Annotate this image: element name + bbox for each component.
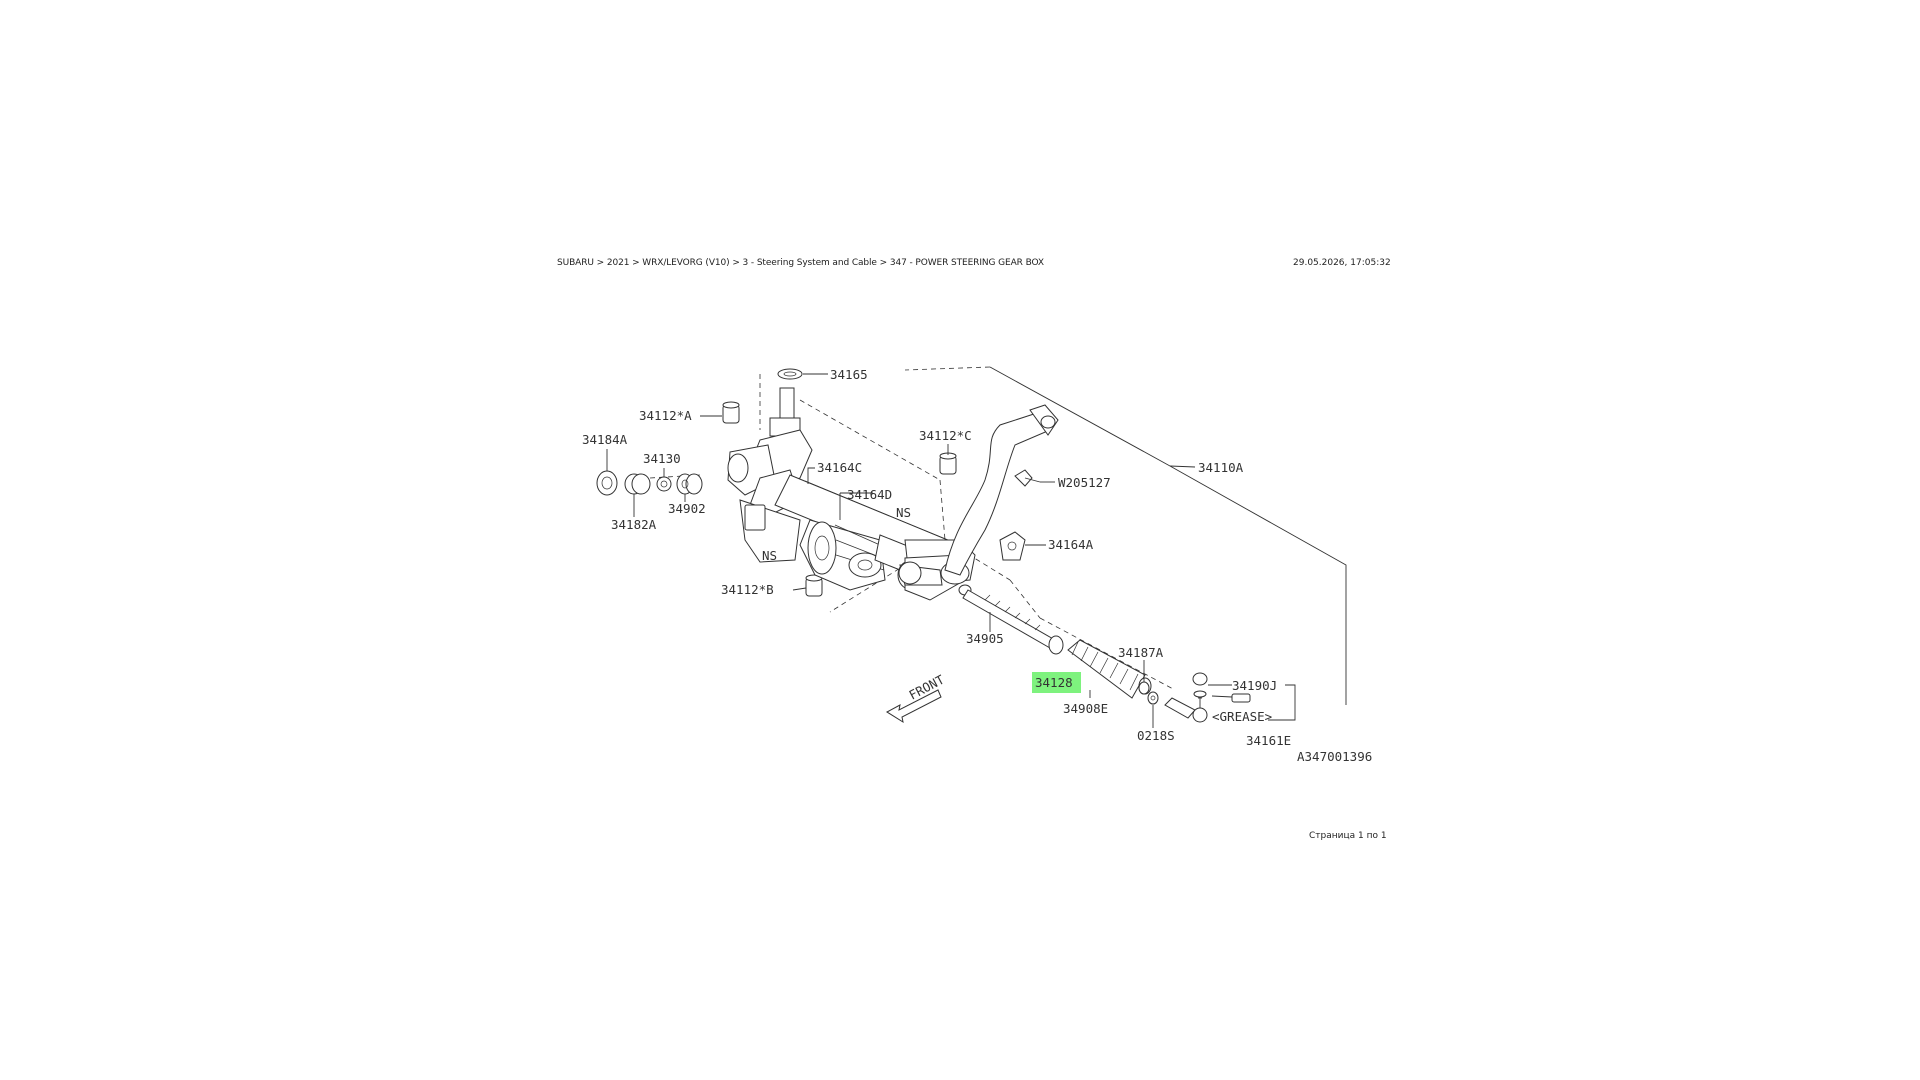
- cushion-34112A: [722, 401, 740, 424]
- nut-0218S: [1147, 691, 1159, 705]
- o-ring-34165: [777, 368, 803, 380]
- label-34112B: 34112*B: [721, 582, 774, 597]
- label-34190J: 34190J: [1232, 678, 1277, 693]
- label-34164D: 34164D: [847, 487, 892, 502]
- label-34110A: 34110A: [1198, 460, 1244, 475]
- label-34112A: 34112*A: [639, 408, 692, 423]
- plug-34902: [676, 473, 703, 495]
- leader-lines: [606, 373, 1154, 728]
- header-breadcrumb: SUBARU > 2021 > WRX/LEVORG (V10) > 3 - S…: [557, 258, 1044, 268]
- assembly-bracket-34110A: [989, 366, 1347, 705]
- header-timestamp: 29.05.2026, 17:05:32: [1293, 258, 1391, 268]
- label-34184A: 34184A: [582, 432, 628, 447]
- label-34128: 34128: [1035, 675, 1073, 690]
- label-34187A: 34187A: [1118, 645, 1164, 660]
- diagram-code: A347001396: [1297, 749, 1372, 764]
- boot-kit-34190J: [1192, 672, 1296, 721]
- bolt-W205127: [1014, 469, 1041, 487]
- cushion-34112B: [805, 574, 823, 597]
- bushing-34182A: [624, 473, 651, 495]
- gear-box-housing: [727, 387, 976, 601]
- label-34902: 34902: [668, 501, 706, 516]
- label-34182A: 34182A: [611, 517, 657, 532]
- label-0218S: 0218S: [1137, 728, 1175, 743]
- label-grease: <GREASE>: [1212, 709, 1272, 724]
- label-W205127: W205127: [1058, 475, 1111, 490]
- clamp-34164A: [999, 531, 1026, 561]
- clip-34187A: [1138, 681, 1150, 695]
- label-ns-lower: NS: [762, 548, 777, 563]
- highlight-34128: [1032, 672, 1081, 693]
- label-34112C: 34112*C: [919, 428, 972, 443]
- label-34165: 34165: [830, 367, 868, 382]
- footer-page-indicator: Страница 1 по 1: [1309, 831, 1387, 841]
- label-34161E: 34161E: [1246, 733, 1291, 748]
- seal-34184A: [596, 470, 618, 496]
- mounting-bracket-arm: [944, 404, 1059, 576]
- label-34905: 34905: [966, 631, 1004, 646]
- clip-34128: [1048, 635, 1064, 655]
- label-34908E: 34908E: [1063, 701, 1108, 716]
- label-34164A: 34164A: [1048, 537, 1094, 552]
- label-34164C: 34164C: [817, 460, 862, 475]
- label-ns-upper: NS: [896, 505, 911, 520]
- front-direction-arrow: [886, 689, 942, 724]
- label-34130: 34130: [643, 451, 681, 466]
- tie-rod-end-34161E: [1164, 695, 1208, 723]
- nut-34130: [656, 476, 672, 492]
- cushion-34112C: [939, 452, 957, 475]
